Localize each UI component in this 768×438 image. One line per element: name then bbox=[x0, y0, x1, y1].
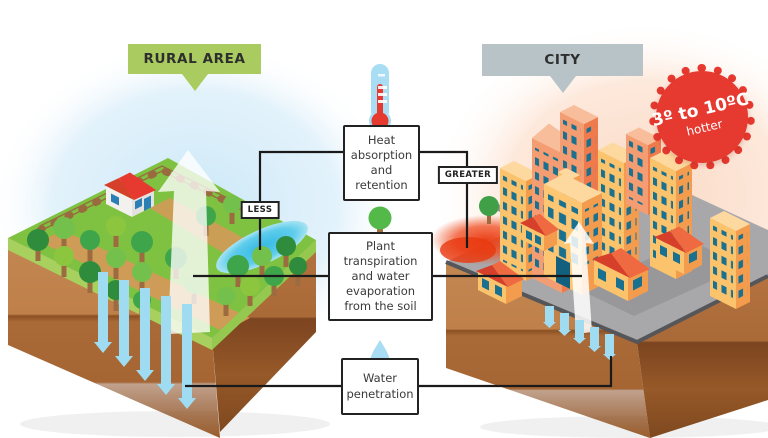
rural-area-label: RURAL AREA bbox=[128, 44, 261, 91]
plant-transpiration-box: Plant transpiration and water evaporatio… bbox=[328, 232, 433, 321]
connector-lines bbox=[185, 150, 613, 388]
city-tree bbox=[479, 196, 499, 224]
buildings bbox=[500, 105, 750, 309]
thermometer-icon bbox=[369, 64, 391, 132]
city-label: CITY bbox=[482, 44, 643, 93]
down-arrows-rural bbox=[94, 272, 196, 409]
fence bbox=[36, 165, 256, 234]
temperature-badge: 3º to 10ºC hotter bbox=[649, 64, 755, 170]
less-tag: LESS bbox=[240, 201, 280, 219]
down-arrows-city bbox=[543, 306, 616, 360]
water-penetration-box: Water penetration bbox=[341, 358, 419, 415]
badge-scalloped-ring bbox=[649, 64, 755, 170]
rural-area-label-text: RURAL AREA bbox=[143, 51, 246, 67]
city-label-text: CITY bbox=[544, 52, 581, 68]
farm-house bbox=[104, 172, 156, 217]
up-arrow-city bbox=[564, 222, 594, 334]
city-houses bbox=[476, 213, 704, 304]
rural-scene bbox=[8, 150, 316, 438]
city-scene bbox=[430, 105, 768, 438]
city-label-pointer bbox=[549, 76, 576, 93]
rural-label-pointer bbox=[181, 74, 208, 91]
up-arrow-rural bbox=[158, 150, 220, 334]
greater-tag: GREATER bbox=[437, 166, 499, 184]
heat-absorption-box: Heat absorption and retention bbox=[343, 125, 420, 201]
